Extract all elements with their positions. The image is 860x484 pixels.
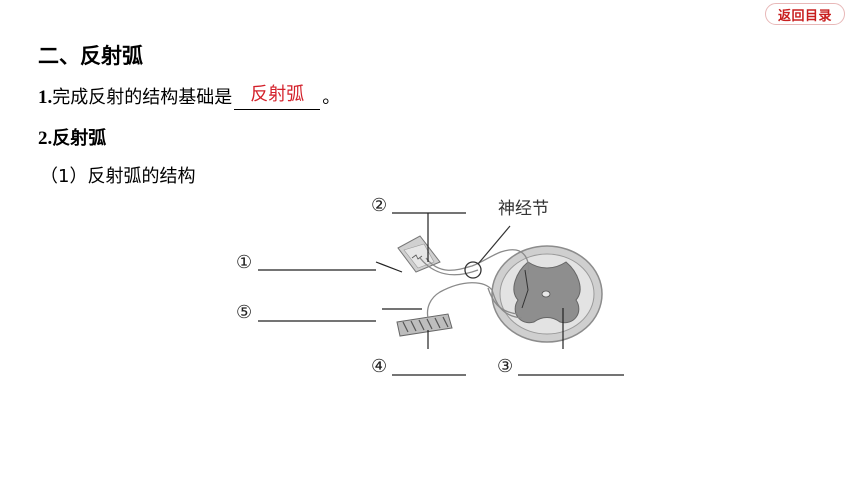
answer-blank: 反射弧 <box>234 83 321 110</box>
question-1-number: 1. <box>38 87 53 108</box>
ganglion-pointer <box>477 225 511 265</box>
question-1-end: 。 <box>322 87 341 108</box>
receptor <box>397 235 441 273</box>
section-heading: 二、反射弧 <box>38 44 143 68</box>
question-2-title: 反射弧 <box>52 128 107 149</box>
ganglion-circle <box>464 261 482 279</box>
ganglion-label: 神经节 <box>498 199 549 219</box>
label-markers: ① ② ③ ④ ⑤ <box>236 195 513 377</box>
question-2-heading: 2.反射弧 <box>38 124 106 150</box>
question-1-text: 完成反射的结构基础是 <box>52 87 233 108</box>
marker-5: ⑤ <box>236 302 252 323</box>
effector <box>396 313 453 337</box>
marker-2: ② <box>371 195 387 216</box>
question-2-number: 2. <box>38 128 53 149</box>
back-to-contents-button[interactable]: 返回目录 <box>765 3 845 25</box>
label-lines <box>258 212 624 376</box>
spinal-cord <box>491 245 603 343</box>
answer-text: 反射弧 <box>250 84 305 105</box>
subheading-structure: （1）反射弧的结构 <box>40 166 196 187</box>
marker-3: ③ <box>497 356 513 377</box>
marker-4: ④ <box>371 356 387 377</box>
question-1: 1.完成反射的结构基础是反射弧。 <box>38 83 340 110</box>
nerve-fibers <box>419 249 530 319</box>
marker-1: ① <box>236 252 252 273</box>
